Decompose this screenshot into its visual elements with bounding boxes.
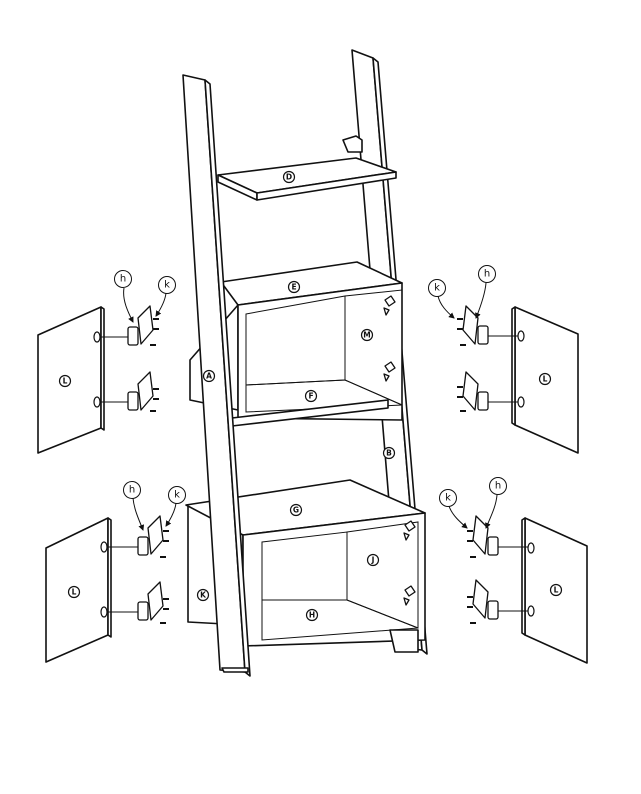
hardware-label-h: h	[129, 485, 135, 496]
part-label-L: L	[543, 375, 548, 384]
label-K: K	[196, 588, 210, 602]
hinges-upper-right	[457, 305, 518, 412]
part-label-E: E	[291, 283, 296, 292]
callout-k-upper-left: k	[155, 276, 176, 317]
label-L-upper-right: L	[538, 372, 552, 386]
hardware-label-h: h	[484, 269, 490, 280]
box-hinge-bases	[383, 295, 416, 606]
callout-h-upper-right: h	[475, 265, 496, 319]
part-label-H: H	[309, 611, 315, 620]
label-D: D	[282, 170, 296, 184]
label-M: M	[360, 328, 374, 342]
part-label-M: M	[363, 331, 370, 340]
hinges-lower-left	[107, 515, 169, 624]
part-label-K: K	[200, 591, 207, 600]
label-L-lower-left: L	[67, 585, 81, 599]
part-label-D: D	[286, 173, 292, 182]
callout-k-lower-left: k	[165, 486, 186, 527]
top-shelf	[217, 157, 397, 201]
label-B: B	[382, 446, 396, 460]
label-G: G	[289, 503, 303, 517]
label-J: J	[366, 553, 380, 567]
hardware-label-k: k	[445, 493, 451, 504]
hardware-label-h: h	[120, 274, 126, 285]
callout-h-upper-left: h	[114, 270, 134, 323]
part-label-L: L	[554, 586, 559, 595]
part-label-A: A	[206, 372, 212, 381]
callout-k-upper-right: k	[428, 279, 455, 319]
label-L-lower-right: L	[549, 583, 563, 597]
hardware-label-k: k	[174, 490, 180, 501]
hardware-label-h: h	[495, 481, 501, 492]
callout-h-lower-left: h	[123, 481, 145, 531]
label-L-upper-left: L	[58, 374, 72, 388]
hinges-upper-left	[100, 305, 159, 412]
label-F: F	[304, 389, 318, 403]
label-H: H	[305, 608, 319, 622]
callout-k-lower-right: k	[439, 489, 468, 529]
hardware-label-k: k	[164, 280, 170, 291]
hinges-lower-right	[467, 515, 528, 624]
label-E: E	[287, 280, 301, 294]
part-label-L: L	[63, 377, 68, 386]
part-label-L: L	[72, 588, 77, 597]
part-label-G: G	[293, 506, 299, 515]
part-label-F: F	[308, 392, 313, 401]
part-label-J: J	[371, 556, 375, 565]
hardware-label-k: k	[434, 283, 440, 294]
callout-h-lower-right: h	[485, 477, 507, 529]
part-label-B: B	[386, 449, 392, 458]
label-A: A	[202, 369, 216, 383]
